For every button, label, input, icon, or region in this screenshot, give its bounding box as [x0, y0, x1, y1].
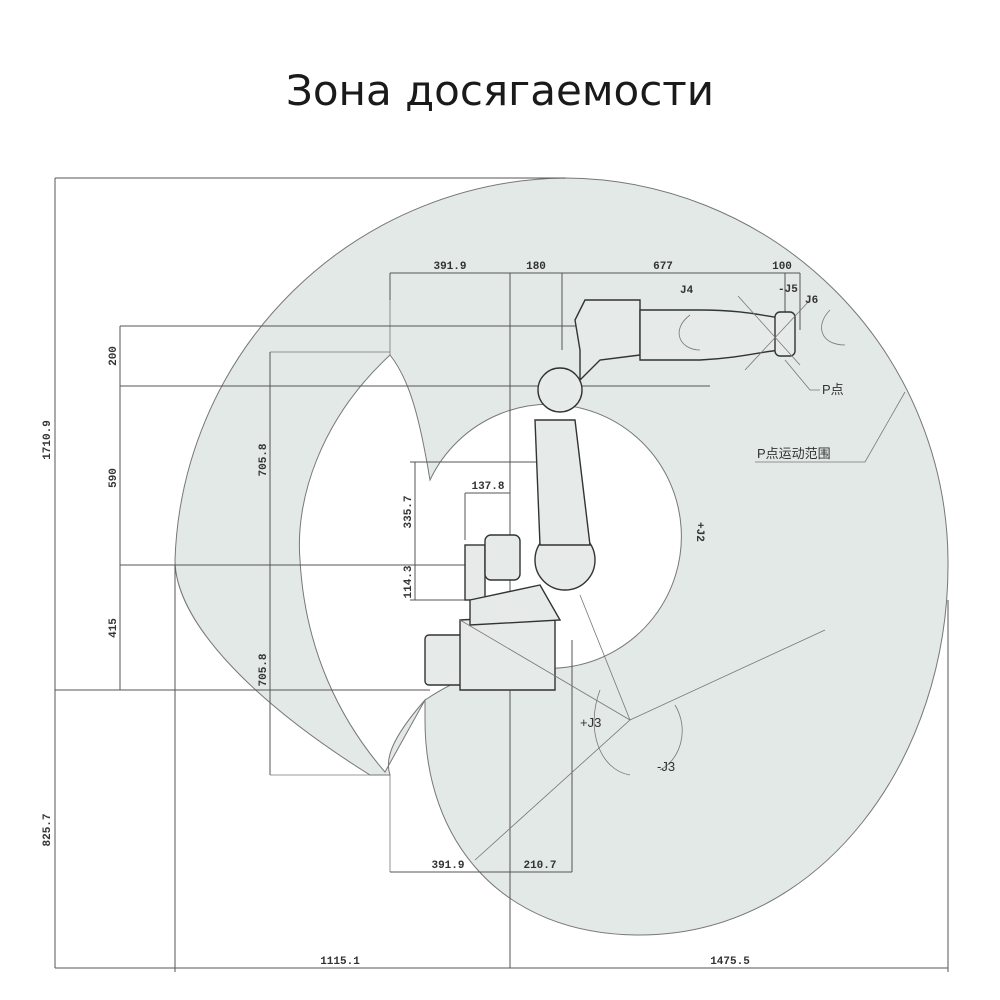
dim-left-415: 415: [108, 618, 120, 638]
label-j2: +J2: [693, 522, 705, 542]
dim-inner-705-bottom: 705.8: [258, 653, 270, 686]
dim-bottom-391: 391.9: [431, 860, 464, 872]
base-dimensions: 335.7 114.3 137.8: [403, 461, 545, 601]
page-title: Зона досягаемости: [285, 66, 715, 115]
label-j6: J6: [805, 295, 818, 307]
label-j4: J4: [680, 285, 694, 297]
left-dimensions: 1710.9 200 590 415 705.8 705.8 825.7: [42, 177, 710, 969]
dim-bottom-210: 210.7: [523, 860, 556, 872]
dim-left-total: 1710.9: [42, 420, 54, 460]
dim-top-391: 391.9: [433, 261, 466, 273]
dim-base-335: 335.7: [403, 495, 415, 528]
bottom-dimensions: 391.9 210.7 1115.1 1475.5: [174, 565, 949, 972]
dim-bottom-1115: 1115.1: [320, 956, 360, 968]
dim-left-825: 825.7: [42, 813, 54, 846]
label-minus-j3: -J3: [657, 759, 675, 774]
dim-left-200: 200: [108, 346, 120, 366]
dim-base-137: 137.8: [471, 481, 504, 493]
label-j5: -J5: [778, 284, 798, 296]
label-plus-j3: +J3: [580, 715, 601, 730]
dim-top-180: 180: [526, 261, 546, 273]
dim-top-100: 100: [772, 261, 792, 273]
dim-inner-705-top: 705.8: [258, 443, 270, 476]
dim-left-590: 590: [108, 468, 120, 488]
dim-bottom-1475: 1475.5: [710, 956, 750, 968]
label-p-point: P点: [822, 382, 844, 397]
dim-base-114: 114.3: [403, 565, 415, 598]
dim-top-677: 677: [653, 261, 673, 273]
label-p-range: P点运动范围: [757, 446, 831, 461]
robot-arm: [424, 295, 846, 861]
